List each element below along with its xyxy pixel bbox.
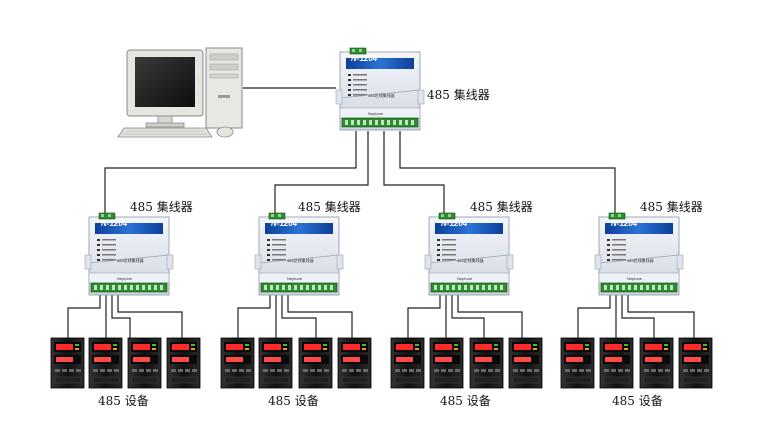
hub-label-2: 485 集线器	[298, 200, 361, 214]
device-icon	[298, 337, 333, 389]
hub-panel-text: 485总线集线器	[457, 257, 484, 263]
hub-brand: Neptune	[117, 276, 133, 281]
hub-label-1: 485 集线器	[130, 200, 193, 214]
hub-model: N-1204	[271, 219, 298, 228]
hub-panel-text: 485总线集线器	[117, 257, 144, 263]
hub-model: N-1204	[101, 219, 128, 228]
hub-group-3: N-1204 485总线集线器 Neptune	[424, 212, 514, 296]
bus-lines	[67, 87, 695, 340]
device-icon	[220, 337, 255, 389]
device-icon	[127, 337, 162, 389]
device-icon	[639, 337, 674, 389]
top-hub-panel-text: 485总线集线器	[368, 92, 395, 98]
hub-label-3: 485 集线器	[470, 200, 533, 214]
device-icon	[258, 337, 293, 389]
computer-icon	[117, 47, 243, 138]
hub-group-4: N-1204 485总线集线器 Neptune	[594, 212, 684, 296]
top-hub-label: 485 集线器	[427, 88, 490, 102]
hub-panel-text: 485总线集线器	[287, 257, 314, 263]
hub-brand: Neptune	[287, 276, 303, 281]
top-hub-model: N-1204	[351, 54, 378, 63]
device-icon	[50, 337, 85, 389]
device-icon	[560, 337, 595, 389]
device-icon	[166, 337, 201, 389]
hub-group-1: N-1204 485总线集线器 Neptune	[84, 212, 174, 296]
hub-panel-text: 485总线集线器	[627, 257, 654, 263]
device-icon	[469, 337, 504, 389]
device-icon	[88, 337, 123, 389]
device-row-1	[50, 337, 201, 389]
hub-model: N-1204	[441, 219, 468, 228]
device-label-3: 485 设备	[440, 394, 491, 408]
device-icon	[337, 337, 372, 389]
device-icon	[508, 337, 543, 389]
device-icon	[390, 337, 425, 389]
device-row-2	[220, 337, 372, 389]
device-row-3	[390, 337, 543, 389]
device-row-4	[560, 337, 713, 389]
device-icon	[599, 337, 634, 389]
hub-brand: Neptune	[627, 276, 643, 281]
device-icon	[678, 337, 713, 389]
device-label-2: 485 设备	[268, 394, 319, 408]
hub-model: N-1204	[611, 219, 638, 228]
hub-group-2: N-1204 485总线集线器 Neptune	[254, 212, 344, 296]
device-icon	[429, 337, 464, 389]
device-label-4: 485 设备	[612, 394, 663, 408]
hub-brand: Neptune	[457, 276, 473, 281]
top-hub-brand: Neptune	[368, 111, 384, 116]
top-hub: N-1204 485总线集线器 Neptune	[335, 47, 425, 131]
device-label-1: 485 设备	[98, 394, 149, 408]
hub-label-4: 485 集线器	[640, 200, 703, 214]
